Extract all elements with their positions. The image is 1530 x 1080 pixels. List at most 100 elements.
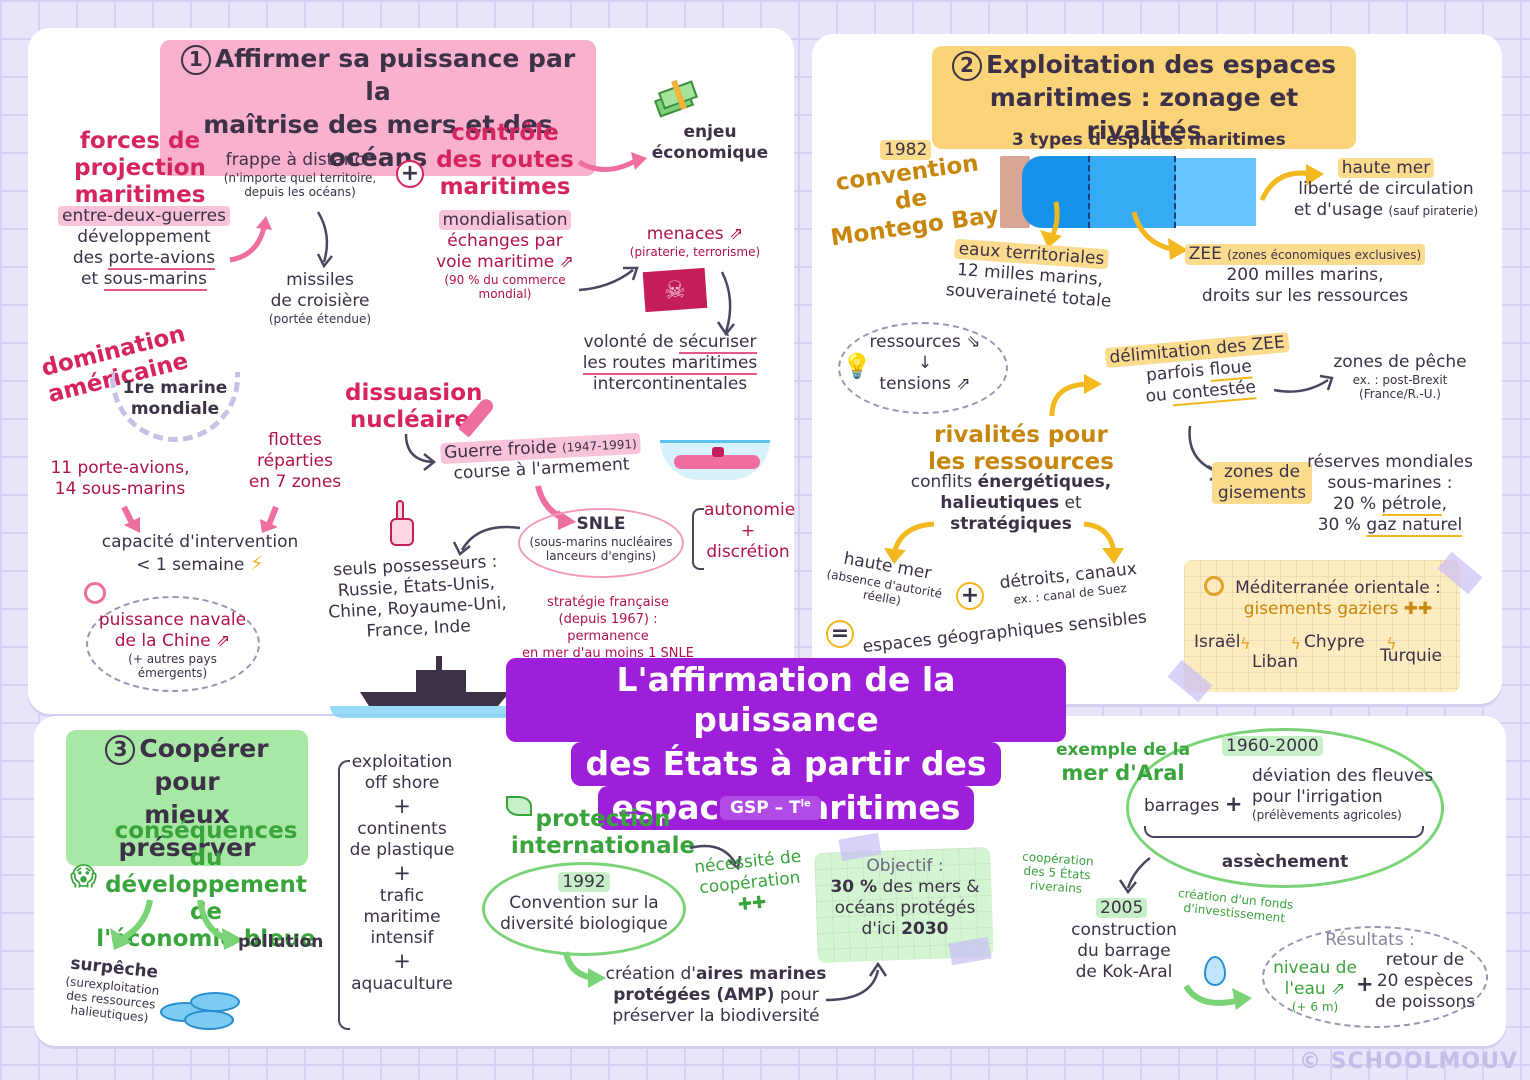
arrow-forces-to-frappe (229, 216, 272, 263)
resultats-bubble (1262, 926, 1488, 1028)
capacite-text: capacité d'intervention < 1 semaine ⚡ (101, 532, 299, 575)
resultats-retour: retour de 20 espèces de poissons (1374, 950, 1476, 1012)
menaces-text: menaces ⇗ (piraterie, terrorisme) (629, 224, 761, 259)
country-israel: Israël (1194, 632, 1241, 652)
possesseurs-text: seuls possesseurs : Russie, États-Unis, … (327, 551, 508, 642)
convention-1992-text: 1992 Convention sur la diversité biologi… (500, 872, 668, 934)
missiles-text: missiles de croisière (portée étendue) (268, 270, 372, 326)
peche-text: zones de pêche ex. : post-Brexit (France… (1333, 352, 1467, 401)
haute-mer-zone-text: haute mer liberté de circulation et d'us… (1293, 158, 1479, 220)
aral-ellipse (1126, 728, 1444, 888)
magnifier-icon (1204, 576, 1224, 596)
arrow-to-detroits (1083, 521, 1124, 564)
lightning-icon: ⚡ (249, 551, 264, 575)
aral-brace (1144, 826, 1424, 838)
convention-year: 1982 (880, 140, 932, 161)
plus-icon: + (956, 582, 984, 610)
idea-bubble (838, 322, 1008, 414)
pollution-title: pollution (238, 932, 324, 952)
conflits-text: conflits énergétiques, halieutiques et s… (910, 472, 1112, 534)
section-number: 1 (180, 45, 211, 75)
objectif-text: Objectif : 30 % des mers & océans protég… (830, 856, 980, 939)
snle-ellipse (518, 508, 684, 578)
arrow-to-haute-mer-rival (884, 521, 935, 564)
arrow-to-surpeche (110, 899, 153, 950)
fish-icon (160, 990, 250, 1030)
protection-title: protection internationale (510, 806, 696, 859)
chine-text: puissance navale de la Chine ⇗ (+ autres… (98, 610, 247, 680)
arrow-to-zee (1131, 211, 1188, 260)
arrow-amp-to-objectif (825, 961, 888, 1002)
country-liban: Liban (1252, 652, 1299, 672)
zone-haute-mer (1176, 158, 1256, 226)
forces-text: entre-deux-guerres développement des por… (44, 206, 244, 291)
submarine-icon (660, 440, 770, 480)
scream-emoji-icon: 😱 (70, 862, 98, 892)
country-turquie: Turquie (1380, 646, 1443, 666)
main-title-badge: GSP – Tle (720, 796, 821, 820)
maritime-zones-diagram (1000, 156, 1256, 228)
resultats-plus: + (1356, 972, 1374, 996)
diagram-title: 3 types d'espaces maritimes (1012, 130, 1286, 150)
amp-text: création d'aires marines protégées (AMP)… (605, 964, 827, 1026)
snle-traits: autonomie + discrétion (704, 500, 796, 562)
aral-deviation: déviation des fleuves pour l'irrigation … (1252, 766, 1434, 822)
arrow-frappe-to-missiles (316, 211, 333, 269)
aral-period: 1960-2000 (1222, 736, 1323, 757)
mondialisation-text: mondialisation échanges par voie maritim… (436, 210, 574, 301)
mediterranee-text: Méditerranée orientale : gisements gazie… (1235, 578, 1441, 619)
arrow-right-to-capacite (260, 505, 279, 533)
finger-icon (390, 500, 414, 548)
aral-result: assèchement (1221, 852, 1349, 872)
arrow-to-construction (1118, 857, 1151, 895)
arrow-mondialisation-to-menaces (578, 266, 639, 292)
money-icon (654, 79, 698, 120)
dissuasion-title: dissuasion nucléaire (345, 380, 483, 433)
frappe-text: frappe à distance (n'importe quel territ… (223, 150, 377, 199)
surpeche-text: surpêche (surexploitation des ressources… (64, 953, 160, 1025)
lightning-icons: ϟϟ ϟ (1240, 634, 1437, 653)
idea-text: ressources ⇘ ↓ tensions ⇗ (869, 332, 981, 394)
arrow-to-amp (563, 951, 606, 988)
resultats-niveau: niveau de l'eau ⇗ (+ 6 m) (1273, 958, 1357, 1014)
aral-construction: construction du barrage de Kok-Aral (1071, 920, 1177, 982)
arrow-left-to-capacite (121, 505, 140, 533)
aral-cooperation: coopération des 5 États riverains (1021, 849, 1095, 896)
arrow-to-haute-mer (1259, 164, 1324, 202)
arrow-to-peche (1273, 374, 1334, 393)
plus-icon: + (396, 160, 424, 188)
controle-title: contrôle des routes maritimes (436, 120, 574, 200)
main-title: L'affirmation de la puissance des États … (506, 658, 1066, 830)
arrow-to-cooperation (689, 844, 742, 871)
arrow-rivalites-to-delimitation (1049, 374, 1102, 417)
arrow-snle-to-possesseurs (452, 525, 521, 556)
brace (692, 508, 704, 570)
gisements-text: réserves mondiales sous-marines : 20 % p… (1307, 452, 1473, 537)
water-drop-icon (1204, 956, 1226, 986)
schoolmouv-watermark: © SCHOOLMOUV (1299, 1049, 1518, 1074)
eaux-territoriales-text: eaux territoriales 12 milles marins, sou… (945, 238, 1112, 312)
domination-right: flottes réparties en 7 zones (248, 430, 342, 492)
aral-barrages: barrages + (1144, 792, 1243, 816)
forces-title: forces de projection maritimes (74, 128, 206, 208)
arrow-menaces-to-volonte (716, 271, 735, 337)
cooperation-text: nécessité de coopération ✚✚ (693, 846, 803, 916)
magnifier-icon (84, 582, 106, 604)
rivalites-title: rivalités pour les ressources (928, 422, 1114, 475)
enjeu-text: enjeu économique (651, 122, 769, 163)
arrow-to-eaux-territoriales (1040, 201, 1062, 248)
arrow-to-resultats (1183, 984, 1252, 1010)
aral-year: 2005 (1096, 898, 1148, 919)
snle-text: SNLE (sous-marins nucléaires lanceurs d'… (529, 514, 673, 563)
arrow-controle-to-enjeu (577, 152, 647, 173)
equals-icon: = (826, 620, 854, 648)
aral-title: exemple de la mer d'Aral (1055, 740, 1191, 785)
pirate-flag-icon: ☠ (642, 267, 708, 313)
mediterranee-note (1184, 560, 1460, 692)
zee-text: ZEE (zones économiques exclusives) 200 m… (1170, 244, 1440, 307)
leaf-icon (506, 796, 532, 816)
